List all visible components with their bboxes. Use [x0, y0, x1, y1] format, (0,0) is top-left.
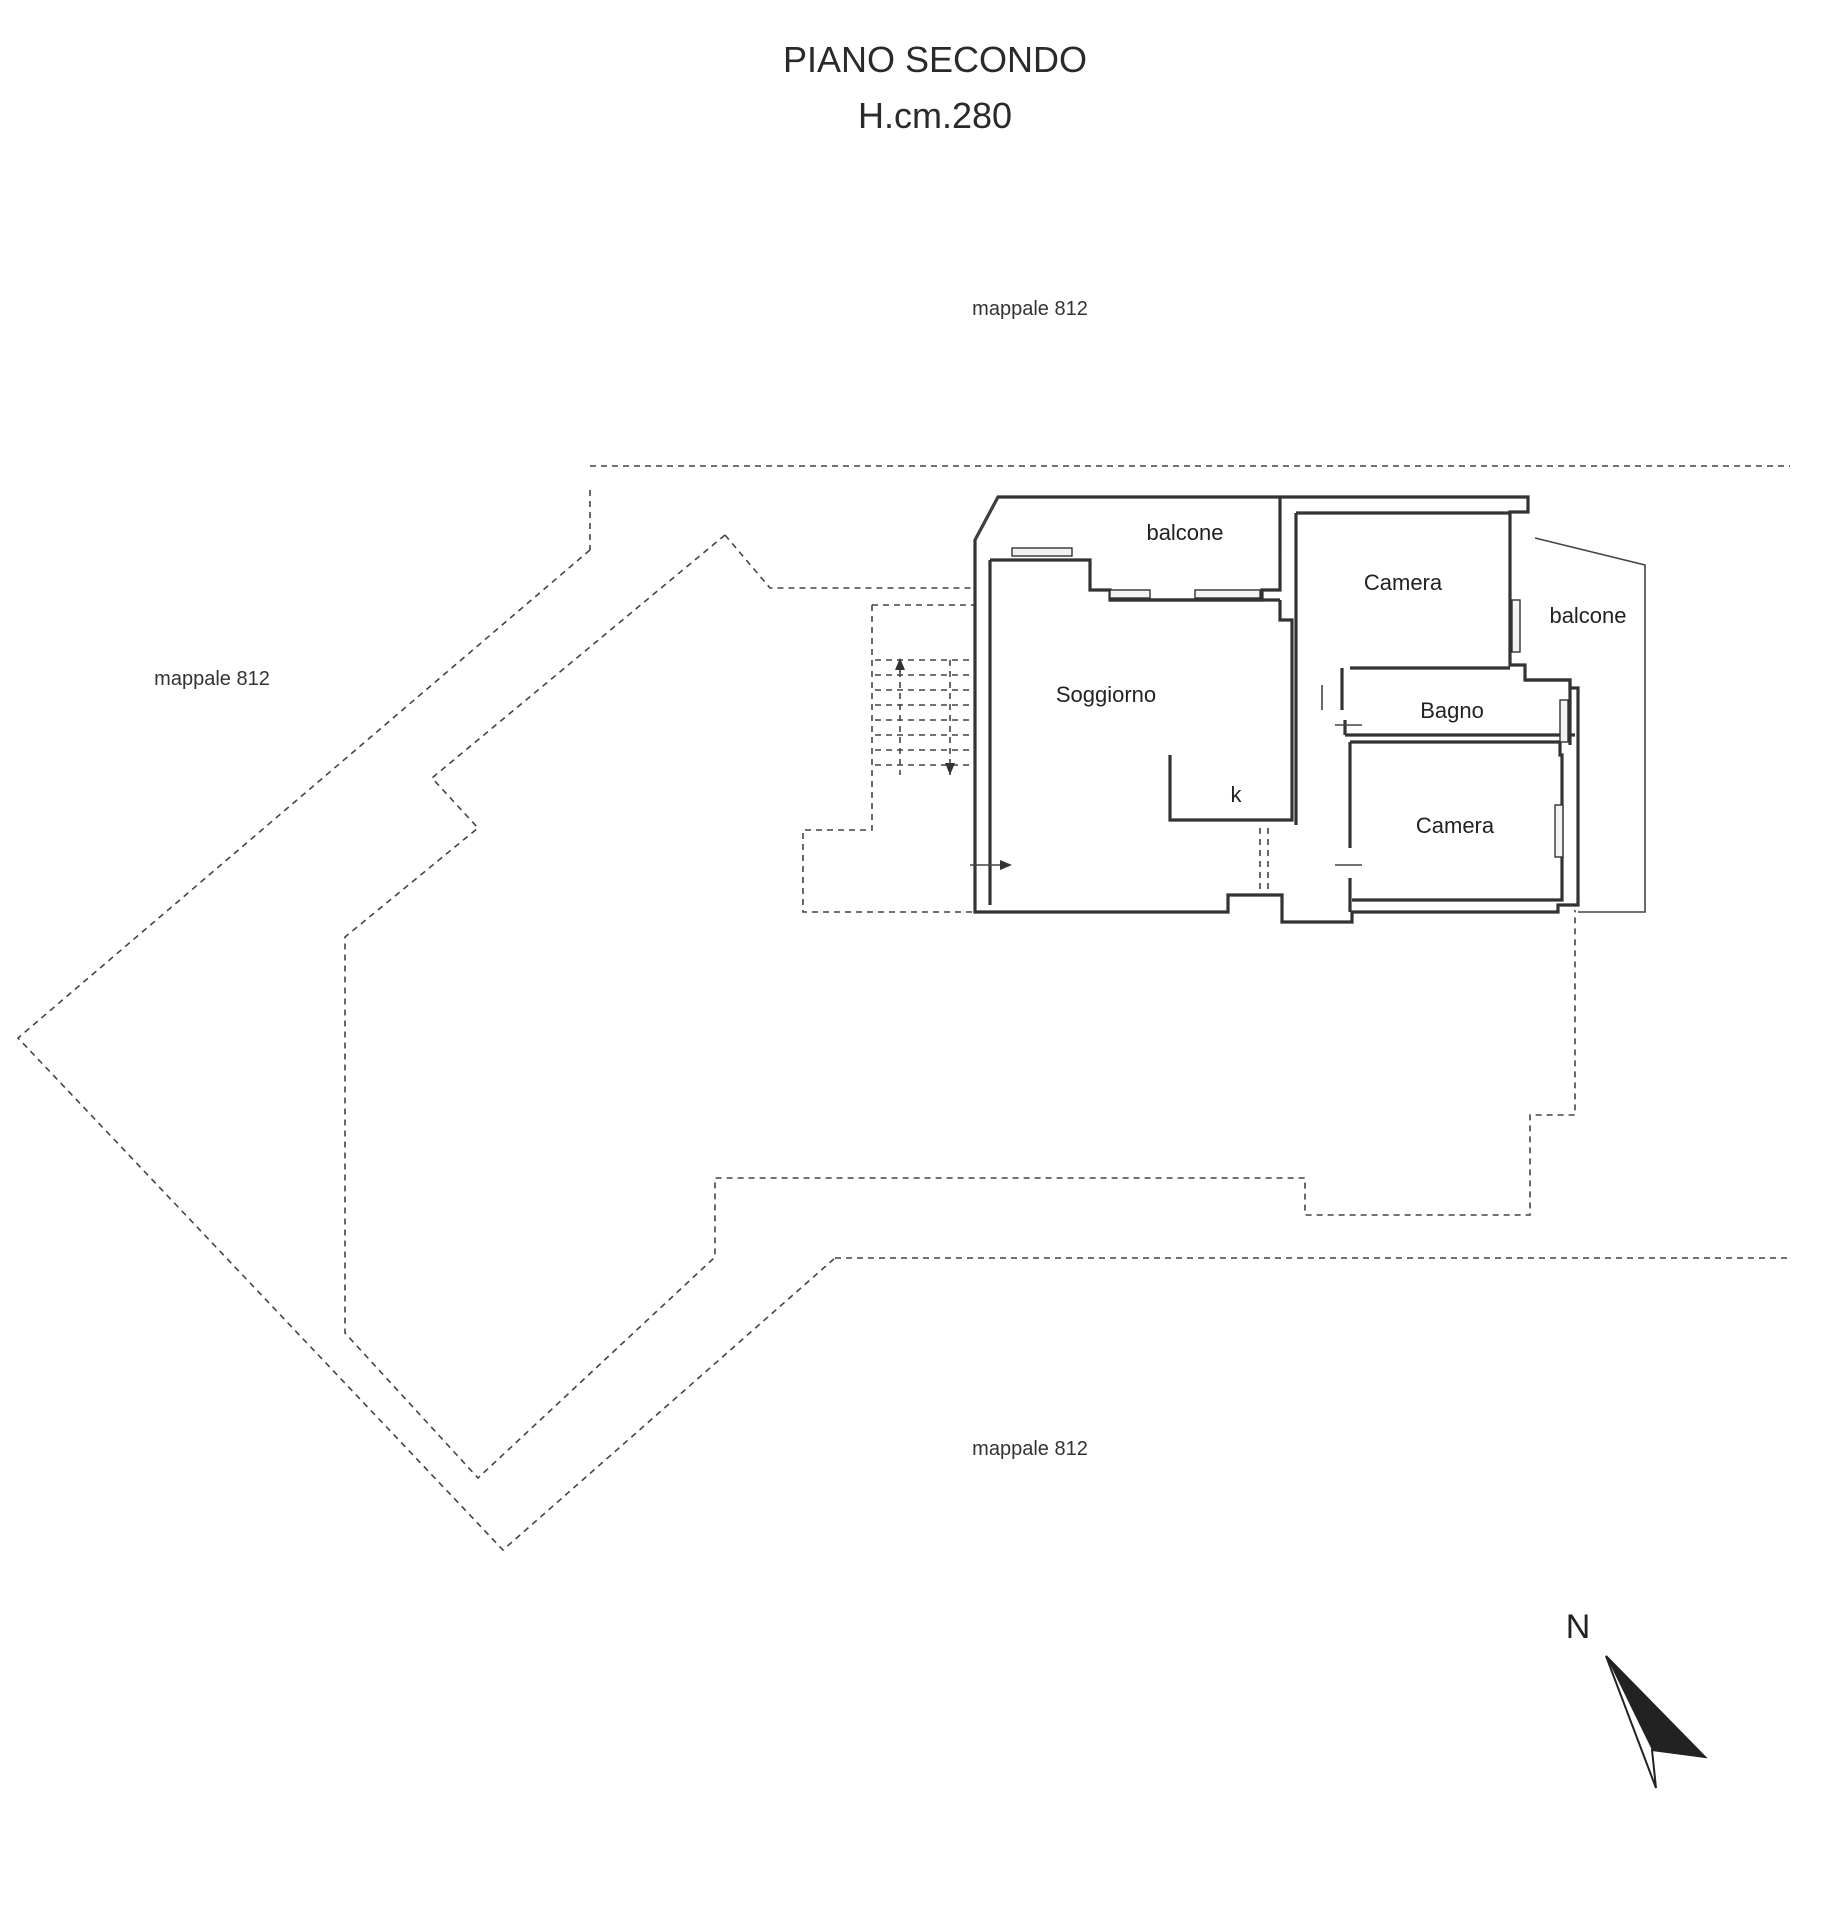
window: [1109, 589, 1151, 599]
room-label-camera-north: Camera: [1364, 570, 1443, 595]
parcel-label-left: mappale 812: [154, 668, 270, 690]
window: [1194, 589, 1261, 599]
window: [1554, 804, 1564, 858]
room-label-kitchen: k: [1231, 782, 1243, 807]
camera-south-wall: [1350, 740, 1564, 902]
window: [1559, 699, 1569, 743]
window: [1511, 599, 1521, 653]
room-label-soggiorno: Soggiorno: [1056, 682, 1156, 707]
east-balcony-outline: [1534, 537, 1646, 913]
partition-opening: [1259, 828, 1269, 890]
balcony-corner: [974, 496, 999, 541]
yard-outline: [344, 534, 1576, 1480]
kitchen-wall: [1168, 600, 1294, 822]
north-label: N: [1566, 1608, 1591, 1646]
window: [1011, 547, 1073, 557]
parcel-label-top: mappale 812: [972, 298, 1088, 320]
bagno-north-wall: [1340, 666, 1510, 710]
room-label-camera-south: Camera: [1416, 813, 1495, 838]
exterior-wall: [973, 495, 1580, 924]
bagno-south-wall: [1343, 720, 1575, 737]
plan-title: PIANO SECONDO: [783, 39, 1087, 80]
north-arrow: N: [1566, 1608, 1708, 1789]
stair-arrow-down: [945, 763, 955, 775]
parcel-label-bottom: mappale 812: [972, 1438, 1088, 1460]
stair-landing-outline: [802, 604, 975, 913]
building-walls: [973, 495, 1580, 924]
boundary-notch: [724, 534, 975, 589]
room-label-balcone-east: balcone: [1549, 603, 1626, 628]
entrance-arrow: [970, 860, 1012, 870]
north-arrow-fill: [1606, 1656, 1705, 1757]
bagno-east-wall: [1525, 678, 1572, 745]
property-boundary: [16, 465, 1790, 1552]
staircase: [875, 658, 975, 775]
stair-arrow-up: [895, 658, 905, 670]
room-label-balcone-north: balcone: [1146, 520, 1223, 545]
boundary-outer-outline: [16, 549, 836, 1552]
room-label-bagno: Bagno: [1420, 698, 1484, 723]
height-label: H.cm.280: [858, 95, 1012, 136]
